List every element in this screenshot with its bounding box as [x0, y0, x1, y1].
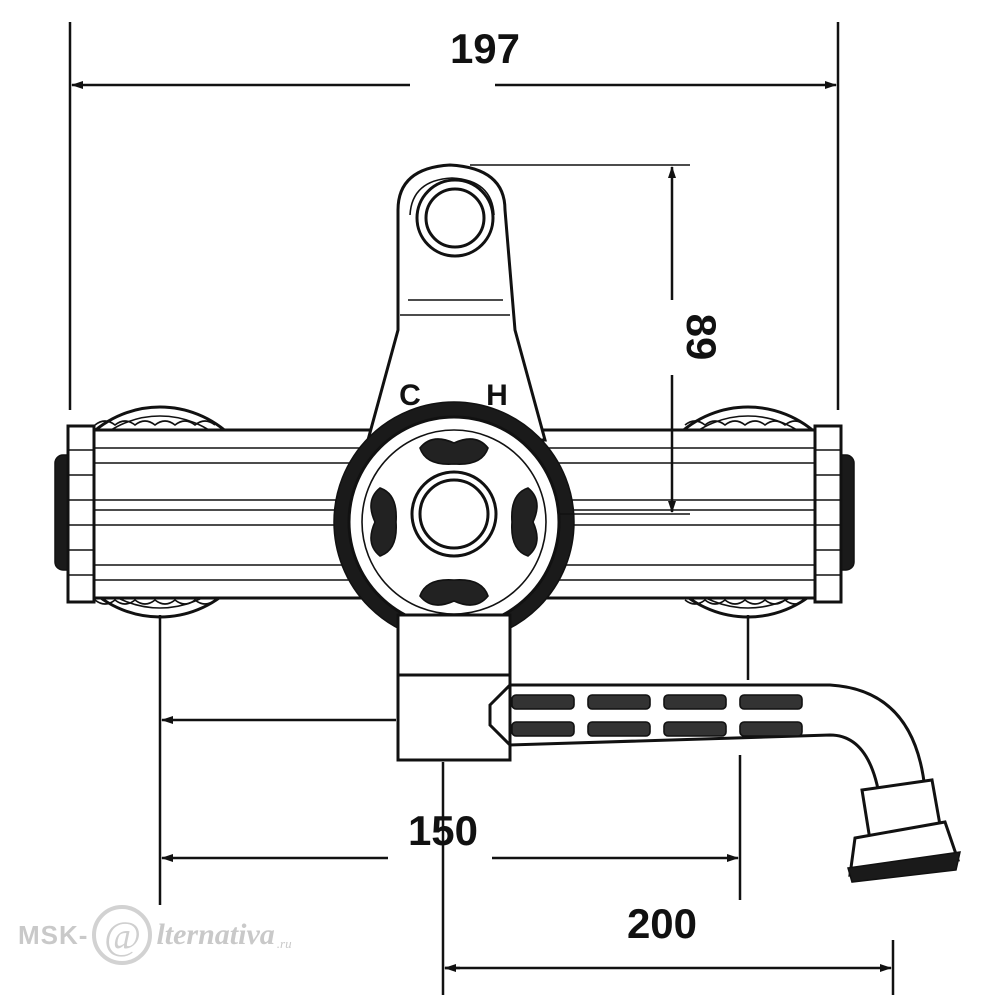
dimension-spout-length: 200 [441, 762, 895, 995]
spout-ornament [511, 694, 803, 737]
watermark-at-icon: @ [92, 905, 153, 965]
medallion-ornament [370, 438, 538, 606]
dimension-197-label: 197 [450, 25, 520, 72]
lever-handle [366, 163, 547, 442]
hot-label: H [486, 379, 508, 412]
central-medallion [333, 401, 575, 643]
dimension-lever-height: 89 [470, 164, 725, 515]
watermark-right-text: lternativa.ru [156, 918, 291, 952]
watermark-logo: MSK- @ lternativa.ru [18, 905, 292, 965]
watermark-suffix: .ru [276, 936, 292, 951]
spout [488, 681, 961, 883]
dimension-overall-width: 197 [68, 22, 840, 410]
cold-label: C [399, 379, 421, 412]
watermark-circle-glyph: @ [104, 912, 141, 958]
spout-neck [396, 613, 512, 762]
dimension-89-label: 89 [678, 314, 725, 361]
dimension-200-label: 200 [627, 900, 697, 947]
watermark-left-text: MSK- [18, 919, 89, 950]
watermark-brand: lternativa [156, 918, 275, 951]
